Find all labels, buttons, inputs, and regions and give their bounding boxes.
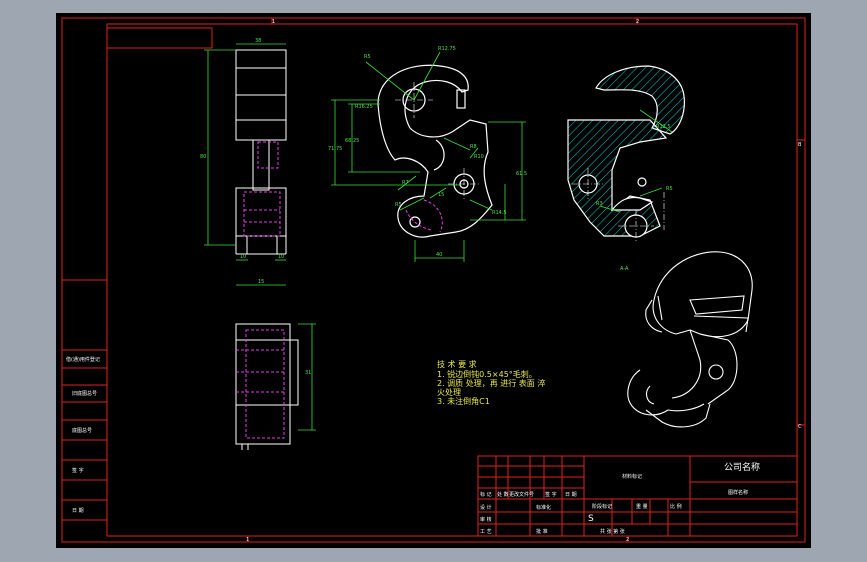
notes-line-2: 2. 调质 处理，再 进行 表面 淬: [437, 378, 545, 388]
dim-front-bottom-left: 10: [240, 254, 246, 260]
front-view-dims: [204, 43, 286, 286]
notes-title: 技 术 要 求: [437, 359, 477, 369]
dim-main-r8: R14.5: [492, 210, 507, 216]
title-corner-box: [107, 27, 213, 49]
section-label: A-A: [620, 266, 629, 272]
isometric-view: [627, 251, 753, 428]
scale-label: 比 例: [670, 503, 682, 510]
dim-main-r5: R10: [474, 154, 484, 160]
row-label-date: 日 期: [565, 492, 577, 498]
side-view-hidden: [236, 329, 285, 439]
dim-front-top: 38: [255, 38, 261, 44]
row-label-sign: 签 字: [545, 491, 557, 498]
company-name: 公司名称: [724, 461, 760, 473]
dim-side-height: 31: [305, 370, 311, 376]
dim-main-h1: 71.75: [328, 146, 342, 152]
main-hook-hidden: [405, 199, 443, 233]
material-mark: 材料标记: [622, 473, 642, 480]
side-registration-table: [61, 279, 108, 521]
notes-line-4: 3. 未注倒角C1: [437, 396, 490, 406]
title-block: [477, 455, 798, 537]
zone-label-bottom-2: 2: [626, 537, 629, 543]
dim-main-r3: R16.25: [355, 104, 373, 110]
side-table-label-1: 借(通)用件登记: [66, 356, 100, 363]
drawing-background: [56, 13, 811, 548]
section-view-dims: [599, 109, 673, 213]
zone-label-bottom-1: 1: [246, 537, 249, 543]
row-label-count: 处 数: [497, 491, 509, 498]
zone-label-top-2: 2: [636, 19, 639, 25]
dim-section-r2: R3: [596, 201, 603, 207]
approve-label: 批 准: [536, 528, 548, 535]
zone-label-right-b: B: [798, 142, 802, 148]
dim-main-r4: R8: [470, 144, 477, 150]
s-mark: S: [588, 514, 594, 524]
dim-front-bottom-right: 10: [278, 254, 284, 260]
notes-line-1: 1. 锐边倒钝0.5×45°毛刺。: [437, 369, 537, 379]
dim-front-height: 80: [200, 154, 206, 160]
main-hook-dims: [331, 51, 526, 262]
dim-main-r7: R5: [395, 202, 402, 208]
side-table-label-7: 签 字: [72, 467, 84, 474]
designer-label: 设 计: [480, 504, 492, 511]
sheet-count: 共 张 第 张: [600, 528, 625, 535]
process-label: 工 艺: [480, 529, 492, 535]
dim-main-width: 40: [436, 252, 442, 258]
weight-label: 重 量: [636, 503, 648, 510]
dim-section-r1: R12.5: [656, 124, 671, 130]
dim-main-h2: 68.25: [345, 138, 359, 144]
notes-line-3: 火处理: [437, 387, 461, 397]
dim-section-r3: R5: [666, 186, 673, 192]
side-table-label-5: 底图总号: [72, 427, 92, 434]
checker-label: 审 核: [480, 516, 492, 523]
dim-main-r2: R12.75: [438, 46, 456, 52]
side-table-label-9: 日 期: [72, 508, 84, 514]
dim-main-h3: 61.5: [516, 171, 527, 177]
dim-main-r6: R7: [402, 180, 409, 186]
side-table-label-3: 旧底图总号: [72, 390, 97, 397]
zone-label-right-c: C: [798, 424, 802, 430]
part-name: 图样名称: [728, 489, 748, 496]
row-label-change: 更改文件号: [509, 491, 534, 498]
side-view: [235, 323, 299, 450]
std-label: 标准化: [536, 504, 551, 511]
front-view-hidden: [243, 141, 281, 237]
row-label-mark: 标 记: [480, 491, 492, 498]
side-view-dims: [298, 323, 316, 431]
section-view-centerlines: [572, 168, 665, 242]
dim-main-15: 15: [438, 192, 444, 198]
stage-label: 阶段标记: [592, 503, 612, 510]
dim-front-width: 15: [258, 279, 264, 285]
dim-main-r1: R5: [364, 54, 371, 60]
zone-label-top-1: 1: [272, 19, 275, 25]
